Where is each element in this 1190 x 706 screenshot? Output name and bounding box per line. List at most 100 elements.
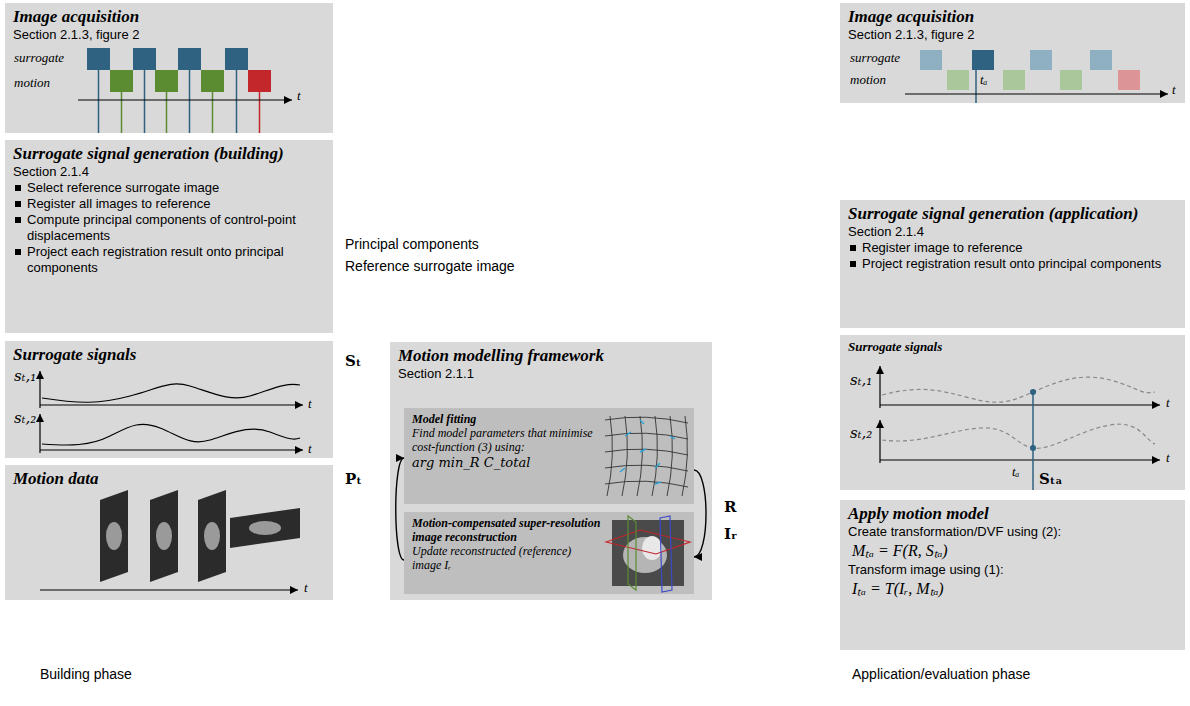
- axis-label: t: [308, 396, 312, 411]
- reconstructed-image: [660, 516, 672, 592]
- phase-divider: [835, 0, 836, 706]
- axis-label: t: [308, 441, 312, 456]
- box-text: Section 2.1.4: [13, 164, 325, 180]
- phase-axis: [3, 686, 1184, 692]
- edge-label: R: [724, 498, 736, 516]
- reconstructed-image: [606, 516, 690, 592]
- acquisition-timeline: [1060, 70, 1082, 90]
- axis-label: t: [297, 88, 301, 103]
- deformation-grid: [605, 481, 688, 487]
- box-title: Surrogate signals: [13, 345, 325, 365]
- formula: arg min_R C_total: [412, 454, 602, 472]
- motion-images: [156, 522, 172, 550]
- acquisition-timeline: [920, 50, 942, 70]
- edge-label: Reference surrogate image: [345, 258, 515, 274]
- connector-arrow: [333, 275, 840, 276]
- deformation-grid: [622, 416, 627, 496]
- acquisition-arrows: [189, 133, 191, 140]
- connector-arrow: [712, 544, 840, 545]
- deformation-grid: [620, 420, 675, 484]
- box-text: Update reconstructed (reference) image I…: [412, 544, 602, 572]
- text-group: Motion data: [5, 465, 333, 493]
- axis-label: t: [304, 580, 308, 595]
- text-group: Surrogate signal generation (building)Se…: [5, 140, 333, 280]
- acquisition-timeline: [259, 92, 261, 133]
- model-fitting-box: Model fittingFind model parameters that …: [404, 408, 694, 504]
- box-title: Motion modelling framework: [398, 346, 704, 366]
- signal-plot: [1030, 389, 1036, 395]
- signal-plot: [40, 404, 303, 405]
- axis-label: t: [1166, 450, 1170, 465]
- text-group: Motion-compensated super-resolution imag…: [404, 512, 610, 576]
- acquisition-box: Image acquisitionSection 2.1.3, figure 2: [5, 3, 333, 133]
- connector-arrow: [333, 371, 390, 372]
- motion-images: [249, 521, 281, 535]
- deformation-grid: [667, 416, 672, 496]
- acquisition-timeline: [225, 48, 248, 70]
- axis-label: tₐ: [1012, 464, 1019, 479]
- deformation-grid: [682, 416, 687, 496]
- text-group: Image acquisitionSection 2.1.3, figure 2: [840, 3, 1185, 47]
- motion-images: [40, 589, 298, 590]
- acquisition-timeline: [98, 70, 100, 133]
- formula: Iₜₐ = T(Iᵣ, Mₜₐ): [848, 578, 1177, 600]
- acquisition-timeline: [78, 99, 292, 100]
- signal-plot: [880, 404, 1160, 405]
- acquisition-timeline: [905, 93, 1168, 94]
- apply-model-box: Apply motion modelCreate transformation/…: [840, 500, 1185, 650]
- acquisition-timeline: [905, 50, 1168, 103]
- axis-label: surrogate: [14, 50, 64, 65]
- acquisition-timeline: [947, 70, 969, 90]
- motion-images: [198, 490, 226, 582]
- edge-label: Sₜₐ: [1039, 470, 1062, 488]
- connector-arrow: [1032, 490, 1033, 500]
- phase-label: Building phase: [40, 666, 132, 682]
- edge-label: Sₜ: [345, 352, 361, 370]
- edge-label: Iᵣ: [724, 525, 737, 543]
- motion-images: [106, 522, 122, 550]
- acquisition-timeline: [201, 70, 224, 92]
- signal-plot: [880, 366, 1160, 490]
- bullet-item: Project registration result onto princip…: [848, 256, 1177, 272]
- acquisition-timeline: [121, 92, 123, 133]
- box-title: Model fitting: [412, 412, 602, 426]
- box-title: Image acquisition: [13, 7, 325, 27]
- deformation-grid: [605, 449, 688, 455]
- deformation-grid: [605, 416, 688, 496]
- signal-plot: [39, 414, 40, 453]
- acquisition-timeline: [972, 50, 994, 70]
- signal-plot: [1032, 392, 1034, 490]
- edge-label: Pₜ: [345, 470, 362, 488]
- box-text: Find model parameters that minimise cost…: [412, 426, 602, 454]
- phase-axis: [9, 688, 828, 689]
- text-group: Model fittingFind model parameters that …: [404, 408, 610, 476]
- acquisition-timeline: [110, 70, 133, 92]
- phase-axis: [3, 686, 9, 692]
- bullet-item: Compute principal components of control-…: [13, 212, 325, 244]
- reconstructed-image: [642, 536, 662, 560]
- signal-label: sₜ,₂: [14, 410, 36, 427]
- signal-label: sₜ,₁: [14, 368, 36, 385]
- bullet-item: Select reference surrogate image: [13, 180, 325, 196]
- connector-arrow: [975, 103, 976, 200]
- phase-axis: [843, 688, 1184, 689]
- signal-label: sₜ,₂: [850, 425, 872, 442]
- deformation-grid: [637, 416, 642, 496]
- bullet-item: Project each registration result onto pr…: [13, 244, 325, 276]
- acquisition-timeline: [166, 92, 168, 133]
- box-text: Section 2.1.3, figure 2: [848, 27, 1177, 43]
- acquisition-timeline: [212, 92, 214, 133]
- box-title: Image acquisition: [848, 7, 1177, 27]
- box-title: Surrogate signals: [848, 339, 1177, 355]
- acquisition-timeline: [1118, 70, 1140, 90]
- axis-label: motion: [850, 72, 886, 87]
- acquisition-timeline: [178, 48, 201, 70]
- signal-plot: [882, 377, 1155, 402]
- axis-label: t: [1172, 82, 1176, 97]
- phase-label: Application/evaluation phase: [852, 666, 1030, 682]
- axis-label: surrogate: [850, 50, 900, 65]
- box-text: Create transformation/DVF using (2):: [848, 524, 1177, 540]
- signal-plot: [879, 420, 880, 463]
- axis-label: motion: [14, 75, 50, 90]
- signal-plot: [40, 371, 303, 453]
